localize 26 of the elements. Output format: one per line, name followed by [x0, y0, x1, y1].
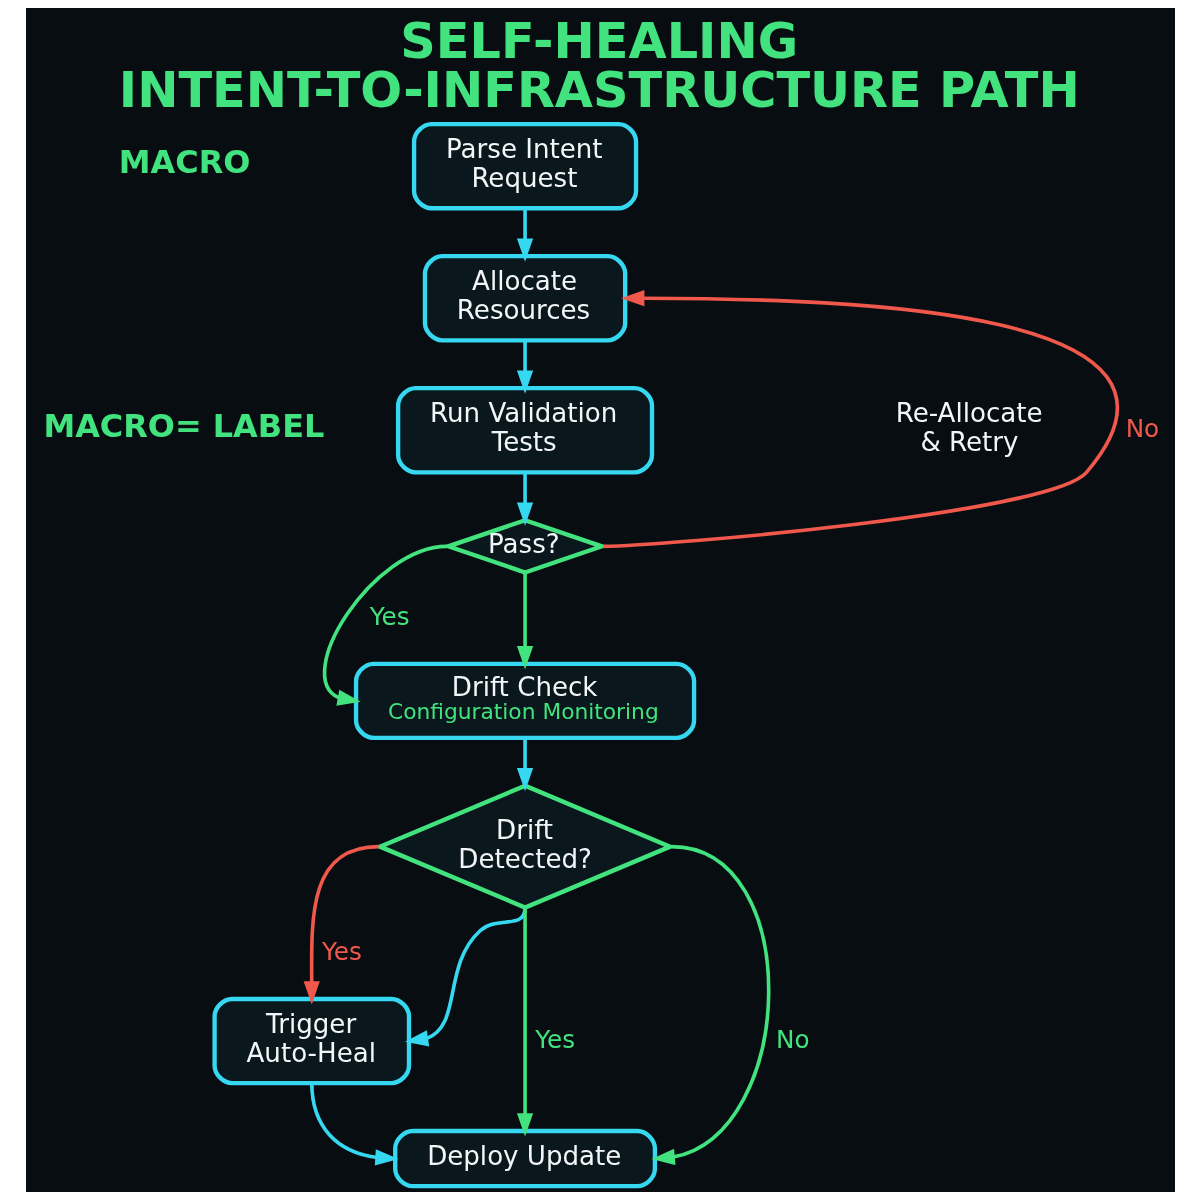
arrow: [516, 737, 533, 792]
arrow: [309, 1083, 398, 1166]
arrow: [516, 572, 533, 670]
arrow: [651, 844, 770, 1166]
arrow: [602, 290, 1119, 549]
arrow: [516, 907, 533, 1137]
node-box: Allocate Resources: [422, 254, 627, 343]
edge-label: Yes: [369, 601, 410, 631]
label: MACRO= LABEL: [42, 406, 324, 445]
arrow: [516, 208, 533, 262]
node-box: Run Validation Tests: [395, 386, 654, 475]
label: MACRO: [118, 142, 250, 181]
arrow: [303, 844, 379, 1005]
arrow: [516, 340, 533, 394]
edge-label: No: [1125, 413, 1159, 443]
arrow: [516, 472, 533, 526]
edge-label: Yes: [534, 1024, 575, 1054]
edge-label: No: [775, 1024, 810, 1054]
arrow: [322, 544, 447, 706]
diagram-title: SELF-HEALING INTENT-TO-INFRASTRUCTURE PATH: [118, 11, 1080, 120]
node-box: Parse Intent Request: [411, 121, 638, 211]
node-box: Trigger Auto-Heal: [211, 996, 411, 1086]
node-box: Deploy Update: [392, 1128, 657, 1189]
node-box: Drift Check Configuration Monitoring: [353, 661, 696, 740]
label: Re-Allocate & Retry: [895, 398, 1043, 458]
edge-label: Yes: [321, 936, 362, 966]
